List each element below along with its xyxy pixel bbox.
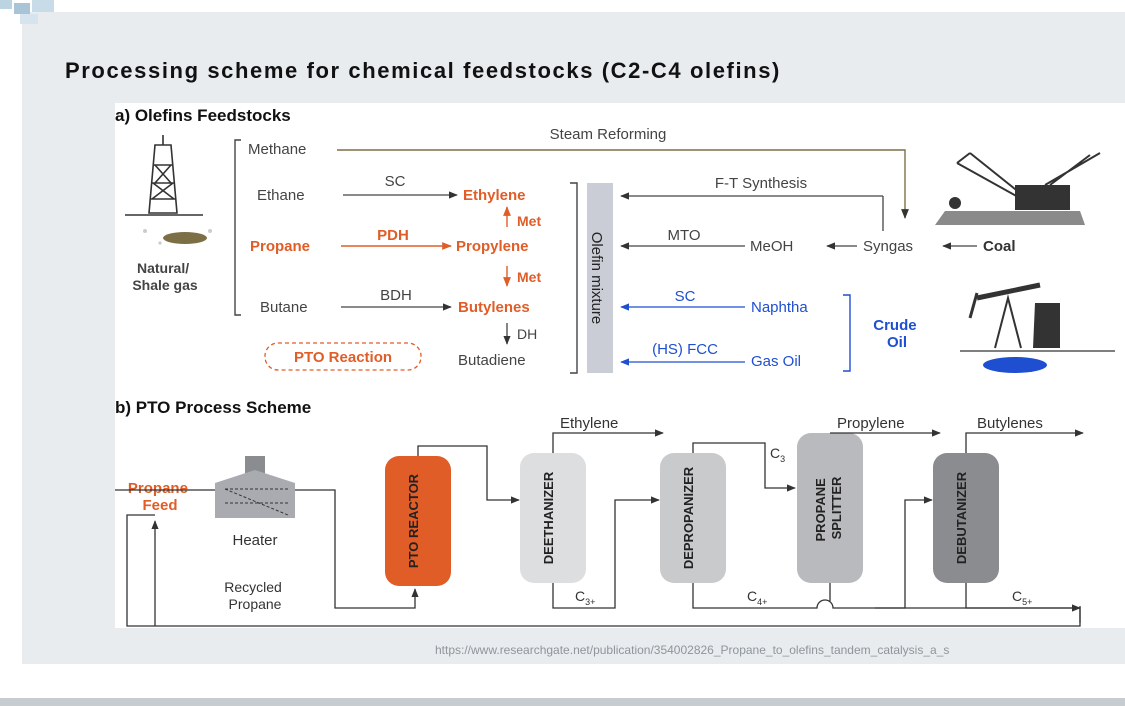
natural-gas-label: Natural/ Shale gas	[132, 260, 198, 293]
stream-ethylene: Ethylene	[560, 415, 618, 432]
crude-oil-label: Crude Oil	[873, 317, 921, 351]
crude-bracket	[843, 294, 851, 372]
process-ft: F-T Synthesis	[715, 175, 807, 192]
product-butadiene: Butadiene	[458, 352, 526, 369]
oil-pumpjack-icon	[960, 282, 1115, 373]
source-url[interactable]: https://www.researchgate.net/publication…	[435, 643, 950, 657]
heater-icon	[215, 456, 295, 518]
process-mto: MTO	[667, 227, 700, 244]
deethanizer-column	[520, 453, 586, 583]
panel-b-heading: b) PTO Process Scheme	[115, 398, 311, 417]
stream-butylenes: Butylenes	[977, 415, 1043, 432]
process-met-1: Met	[517, 213, 541, 229]
product-propylene: Propylene	[456, 238, 529, 255]
figure-panel: a) Olefins Feedstocks Natural/ Shale gas…	[115, 103, 1125, 628]
bottom-bar	[0, 698, 1125, 706]
intermediate-naphtha: Naphtha	[751, 299, 808, 316]
depropanizer-column	[660, 453, 726, 583]
product-bracket	[570, 182, 578, 374]
process-bdh: BDH	[380, 287, 412, 304]
feed-propane: Propane	[250, 238, 310, 255]
stream-c3: C3	[770, 445, 785, 464]
intermediate-syngas: Syngas	[863, 238, 913, 255]
gas-reservoir-icon	[143, 229, 212, 245]
coal-excavator-icon	[935, 152, 1101, 225]
process-pdh: PDH	[377, 227, 409, 244]
process-met-2: Met	[517, 269, 541, 285]
process-hs-fcc: (HS) FCC	[652, 341, 718, 358]
intermediate-coal: Coal	[983, 238, 1016, 255]
stream-c4plus: C4+	[747, 588, 767, 607]
product-butylenes: Butylenes	[458, 299, 530, 316]
olefin-mixture-label: Olefin mixture	[588, 232, 605, 325]
feed-butane: Butane	[260, 299, 308, 316]
stream-propylene: Propylene	[837, 415, 905, 432]
feed-bracket	[234, 139, 241, 316]
arrow-steam-reforming	[337, 149, 909, 219]
depropanizer-label: DEPROPANIZER	[681, 466, 696, 569]
pto-reaction-badge	[264, 342, 422, 371]
process-steam-reforming: Steam Reforming	[550, 126, 667, 143]
intermediate-gas-oil: Gas Oil	[751, 353, 801, 370]
heater-label: Heater	[232, 532, 277, 549]
pto-reactor-label: PTO REACTOR	[406, 473, 421, 568]
process-sc-naphtha: SC	[675, 288, 696, 305]
process-sc: SC	[385, 173, 406, 190]
feed-ethane: Ethane	[257, 187, 305, 204]
line-heater-to-reactor	[295, 489, 419, 609]
slide-title: Processing scheme for chemical feedstock…	[65, 58, 781, 83]
intermediate-meoh: MeOH	[750, 238, 793, 255]
propane-feed-label: Propane Feed	[128, 480, 192, 514]
olefin-mixture-bar	[587, 183, 613, 373]
feed-methane: Methane	[248, 141, 306, 158]
pto-reaction-label: PTO Reaction	[294, 349, 392, 366]
product-ethylene: Ethylene	[463, 187, 526, 204]
propane-splitter-label: PROPANE SPLITTER	[813, 475, 844, 542]
stream-c3plus: C3+	[575, 588, 595, 607]
corner-logo	[0, 0, 54, 24]
process-dh: DH	[517, 326, 537, 342]
debutanizer-column	[933, 453, 999, 583]
panel-a-heading: a) Olefins Feedstocks	[115, 106, 291, 125]
stream-c5plus: C5+	[1012, 588, 1032, 607]
debutanizer-label: DEBUTANIZER	[954, 471, 969, 564]
recycled-propane-label: Recycled Propane	[224, 579, 285, 612]
propane-splitter-column	[797, 433, 863, 583]
gas-rig-icon	[125, 135, 203, 216]
deethanizer-label: DEETHANIZER	[541, 471, 556, 564]
pto-reactor-vessel	[385, 456, 451, 586]
